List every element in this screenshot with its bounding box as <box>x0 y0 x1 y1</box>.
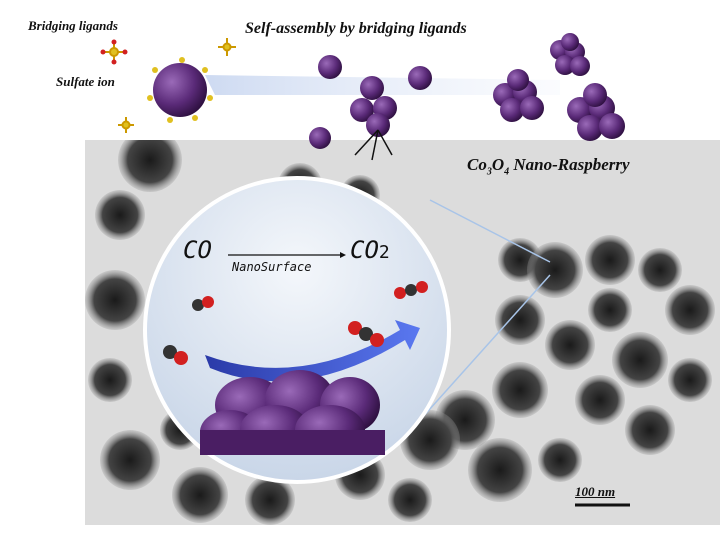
assembling-particles <box>309 55 432 149</box>
surface-hemispheres <box>200 370 385 455</box>
co-molecule-icon <box>163 345 188 365</box>
tem-micrograph <box>85 128 720 525</box>
curved-arrow-icon <box>205 320 420 382</box>
sulfate-ion-label: Sulfate ion <box>56 74 115 89</box>
self-assembly-label: Self-assembly by bridging ligands <box>245 20 467 37</box>
formula-sub-3: 3 <box>486 166 492 178</box>
catalyst-label: NanoSurface <box>232 260 312 274</box>
nano-raspberry-clusters <box>493 33 625 141</box>
co2-molecule-icon <box>348 321 384 347</box>
formula-co: Co <box>467 155 487 174</box>
sulfate-ion-icon <box>218 38 236 56</box>
sulfate-ion-icon <box>100 39 128 65</box>
bridging-ligands-label: Bridging ligands <box>28 18 118 33</box>
sulfate-ion-icon <box>118 117 134 133</box>
ligand-capped-particle <box>147 57 213 123</box>
product-name: Nano-Raspberry <box>509 155 630 174</box>
reactant-co: CO <box>183 236 212 264</box>
product-subscript: 2 <box>378 242 390 263</box>
co2-molecule-icon <box>394 281 428 299</box>
magnified-surface-lens <box>143 176 451 484</box>
co-molecule-icon <box>192 296 214 311</box>
product-co2: CO2 <box>350 236 390 264</box>
product-co: CO <box>350 236 379 264</box>
formula-o: O <box>491 155 505 174</box>
product-label: Co3O4 Nano-Raspberry <box>467 155 630 177</box>
formula-sub-4: 4 <box>504 166 510 178</box>
diverging-arrows-icon <box>354 129 393 161</box>
scale-bar-label: 100 nm <box>575 484 616 499</box>
